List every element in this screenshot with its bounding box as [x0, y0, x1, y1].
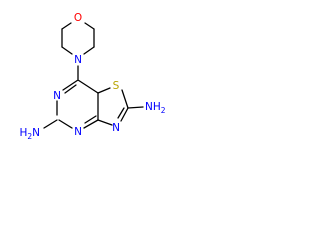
atom-ring-nitrogen-left: N [53, 90, 61, 102]
bond-c7a-c7 [77, 79, 99, 94]
amine-right-subscript: 2 [161, 106, 166, 115]
morpholine-ring [61, 22, 95, 55]
amine-right-n: N [145, 101, 153, 113]
pyrimidine-ring [56, 79, 99, 129]
atom-thiazole-nitrogen: N [112, 122, 120, 134]
amine-right-label: NH2 [145, 101, 166, 115]
bond-c7a-s [97, 87, 111, 94]
bond-n-c3 [83, 46, 95, 55]
bond-c2-n [61, 46, 73, 55]
bond-c2-nh2 [127, 106, 144, 109]
bond-c2-n3-inner [117, 107, 125, 119]
atom-oxygen: O [74, 12, 82, 24]
bond-n4-c3a-inner [84, 115, 97, 124]
amine-left-subscript: 2 [27, 132, 32, 141]
thiazole-ring [97, 87, 129, 126]
amine-left-n: N [32, 127, 40, 139]
bond-n3-c3a [97, 119, 113, 126]
chemical-structure-diagram: O N N N N S H2N NH2 [19, 12, 166, 141]
bond-c5-nh2 [43, 119, 58, 129]
amine-left-label: H2N [19, 127, 40, 141]
amine-right-h: H [153, 101, 161, 113]
bond-s-c2 [121, 89, 129, 109]
bond-c2-n3 [120, 107, 129, 122]
atom-morpholine-nitrogen: N [74, 54, 82, 66]
bond-c7-n6-inner [64, 84, 77, 94]
bond-c5-n4 [58, 119, 73, 129]
atom-ring-nitrogen-bottom: N [74, 126, 82, 138]
bond-n4-c3a [83, 119, 99, 129]
amine-left-h: H [19, 127, 27, 139]
bond-o-c1 [61, 22, 72, 30]
atom-sulfur: S [113, 80, 120, 92]
bond-c4-o [84, 22, 95, 30]
bond-c7-n6 [62, 79, 79, 91]
